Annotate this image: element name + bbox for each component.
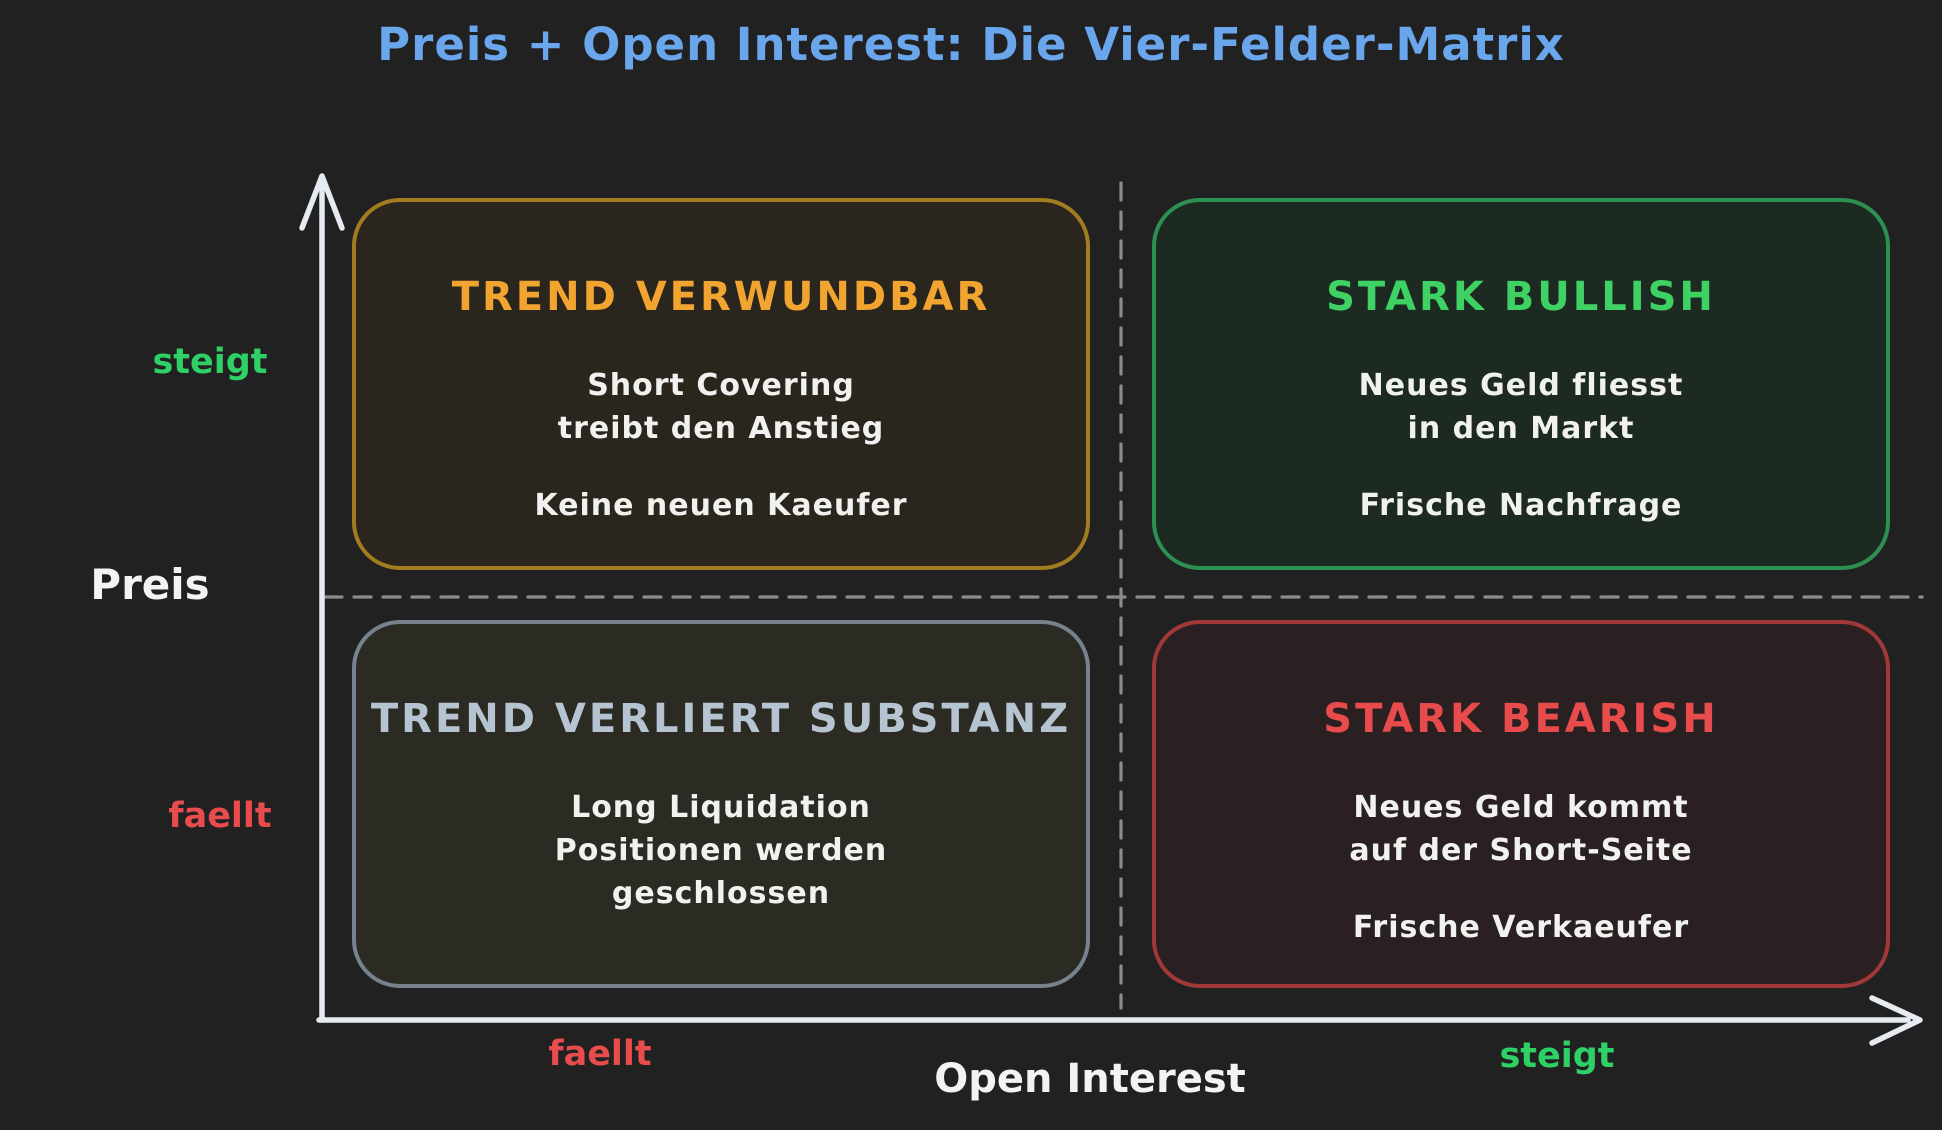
quadrant-body-line: Neues Geld kommt xyxy=(1353,790,1689,825)
quadrant-body-line: Long Liquidation xyxy=(571,790,871,825)
quadrant-stark-bearish: STARK BEARISH Neues Geld kommt auf der S… xyxy=(1152,620,1890,988)
quadrant-paragraph: Short Covering treibt den Anstieg xyxy=(356,364,1086,450)
x-axis-arrowhead-icon xyxy=(1869,995,1923,1046)
quadrant-title: TREND VERWUNDBAR xyxy=(451,274,991,320)
y-axis-down-label: faellt xyxy=(168,796,272,836)
quadrant-trend-verwundbar: TREND VERWUNDBAR Short Covering treibt d… xyxy=(352,198,1090,570)
quadrant-stark-bullish: STARK BULLISH Neues Geld fliesst in den … xyxy=(1152,198,1890,570)
quadrant-body-line: in den Markt xyxy=(1407,411,1635,446)
quadrant-body-line: auf der Short-Seite xyxy=(1349,833,1693,868)
quadrant-trend-verliert-substanz: TREND VERLIERT SUBSTANZ Long Liquidation… xyxy=(352,620,1090,988)
quadrant-title: STARK BULLISH xyxy=(1326,274,1716,320)
x-axis-right-label: steigt xyxy=(1499,1036,1615,1076)
x-axis-left-label: faellt xyxy=(548,1034,652,1074)
quadrant-body-line: geschlossen xyxy=(611,876,831,911)
quadrant-body-line: Frische Verkaeufer xyxy=(1352,910,1690,945)
quadrant-paragraph: Long Liquidation Positionen werden gesch… xyxy=(356,786,1086,915)
quadrant-title: TREND VERLIERT SUBSTANZ xyxy=(370,696,1072,742)
y-axis-up-label: steigt xyxy=(152,342,268,382)
quadrant-body-line: Positionen werden xyxy=(554,833,888,868)
quadrant-paragraph: Neues Geld fliesst in den Markt xyxy=(1156,364,1886,450)
quadrant-paragraph: Keine neuen Kaeufer xyxy=(356,484,1086,527)
quadrant-title: STARK BEARISH xyxy=(1323,696,1719,742)
quadrant-paragraph: Neues Geld kommt auf der Short-Seite xyxy=(1156,786,1886,872)
quadrant-body-line: treibt den Anstieg xyxy=(557,411,885,446)
quadrant-body-line: Short Covering xyxy=(587,368,855,403)
diagram-title: Preis + Open Interest: Die Vier-Felder-M… xyxy=(377,18,1565,71)
quadrant-body-line: Frische Nachfrage xyxy=(1359,488,1683,523)
quadrant-body-line: Keine neuen Kaeufer xyxy=(534,488,908,523)
quadrant-paragraph: Frische Verkaeufer xyxy=(1156,906,1886,949)
y-axis-arrowhead-icon xyxy=(299,173,345,231)
quadrant-body-line: Neues Geld fliesst xyxy=(1358,368,1684,403)
y-axis-title: Preis xyxy=(90,560,210,609)
quadrant-paragraph: Frische Nachfrage xyxy=(1156,484,1886,527)
x-axis-title: Open Interest xyxy=(934,1056,1246,1102)
